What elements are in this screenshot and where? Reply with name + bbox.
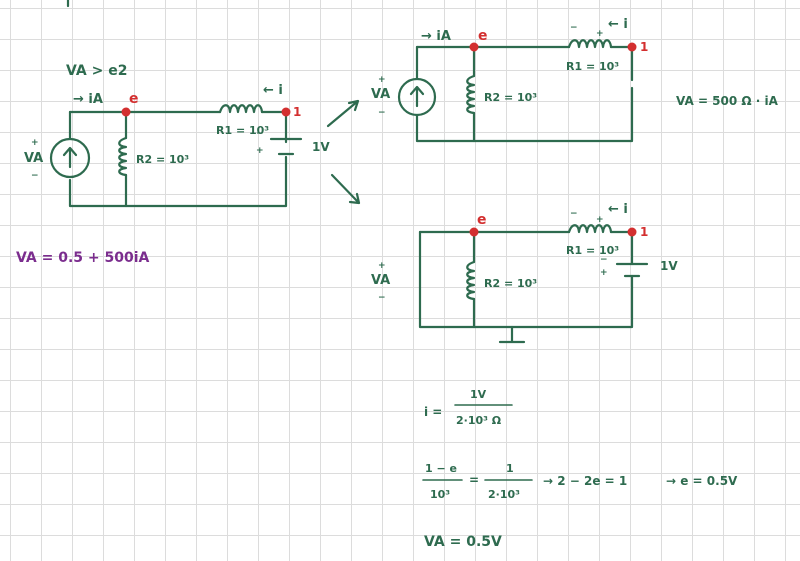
current-source-icon — [49, 137, 91, 179]
battery-minus: − — [256, 129, 264, 139]
label-ia: → iA — [421, 29, 451, 44]
va-plus: + — [31, 138, 39, 148]
node-e-dot — [469, 42, 479, 52]
label-i-arrow: ← i — [608, 17, 628, 32]
eq-step1: → 2 − 2e = 1 — [543, 474, 627, 488]
battery-plus: + — [600, 268, 608, 278]
eq-i-num: 1V — [470, 388, 487, 401]
ground-icon — [498, 325, 526, 344]
r1-plus: + — [596, 215, 604, 225]
bottom-right-circuit: e ← i R1 = 10³ R2 = 10³ 1 1V − + + VA − … — [371, 202, 678, 344]
va-plus: + — [378, 75, 386, 85]
equation-current: i = 1V 2·10³ Ω — [424, 388, 513, 427]
label-r1: R1 = 10³ — [566, 60, 619, 73]
label-i-arrow: ← i — [263, 83, 283, 98]
battery-plus: + — [256, 146, 264, 156]
label-1v: 1V — [660, 259, 678, 273]
va-minus: − — [31, 171, 39, 181]
label-r1: R1 = 10³ — [216, 124, 269, 137]
battery-minus: − — [600, 255, 608, 265]
eq-frac1-num: 1 − e — [425, 462, 457, 475]
eq-i-prefix: i = — [424, 405, 442, 419]
current-source-icon — [397, 77, 437, 117]
eq-i-den: 2·10³ Ω — [456, 414, 502, 427]
r1-plus: + — [596, 29, 604, 39]
label-va-condition: VA > e2 — [66, 63, 127, 79]
label-r1: R1 = 10³ — [566, 244, 619, 257]
label-r2: R2 = 10³ — [484, 91, 537, 104]
va-plus: + — [378, 261, 386, 271]
label-1v: 1V — [312, 140, 330, 154]
label-va: VA — [371, 87, 390, 102]
top-right-circuit: → iA e ← i R1 = 10³ R2 = 10³ 1 + VA − − … — [371, 17, 648, 143]
eq-step2: → e = 0.5V — [666, 474, 738, 488]
node-e-dot — [469, 227, 479, 237]
label-r2: R2 = 10³ — [136, 153, 189, 166]
label-e: e — [477, 212, 487, 228]
label-r2: R2 = 10³ — [484, 277, 537, 290]
label-node-1: 1 — [640, 40, 648, 54]
label-ia: → iA — [73, 92, 103, 107]
left-circuit: VA > e2 → iA e ← i R1 = 10³ R2 = 10³ 1 1… — [24, 63, 330, 208]
label-node-1: 1 — [293, 105, 301, 119]
equation-va-right: VA = 500 Ω · iA — [676, 94, 779, 108]
va-minus: − — [378, 108, 386, 118]
arrow-up-icon — [326, 99, 360, 128]
node-1-dot — [627, 227, 637, 237]
eq-frac2-num: 1 — [506, 462, 514, 475]
label-va: VA — [24, 151, 43, 166]
eq-equals: = — [469, 473, 479, 487]
label-node-1: 1 — [640, 225, 648, 239]
equation-va-final: VA = 0.5V — [424, 534, 502, 550]
r1-minus: − — [570, 23, 578, 33]
r1-minus: − — [570, 209, 578, 219]
label-e: e — [129, 91, 139, 107]
label-i-arrow: ← i — [608, 202, 628, 217]
va-minus: − — [378, 293, 386, 303]
equation-node: 1 − e 10³ = 1 2·10³ → 2 − 2e = 1 → e = 0… — [422, 462, 738, 501]
label-va: VA — [371, 273, 390, 288]
node-1-dot — [627, 42, 637, 52]
eq-frac2-den: 2·10³ — [488, 488, 520, 501]
node-e-dot — [121, 107, 131, 117]
label-e: e — [478, 28, 488, 44]
node-1-dot — [281, 107, 291, 117]
arrow-down-icon — [330, 173, 361, 205]
eq-frac1-den: 10³ — [430, 488, 450, 501]
equation-va-purple: VA = 0.5 + 500iA — [16, 250, 150, 266]
